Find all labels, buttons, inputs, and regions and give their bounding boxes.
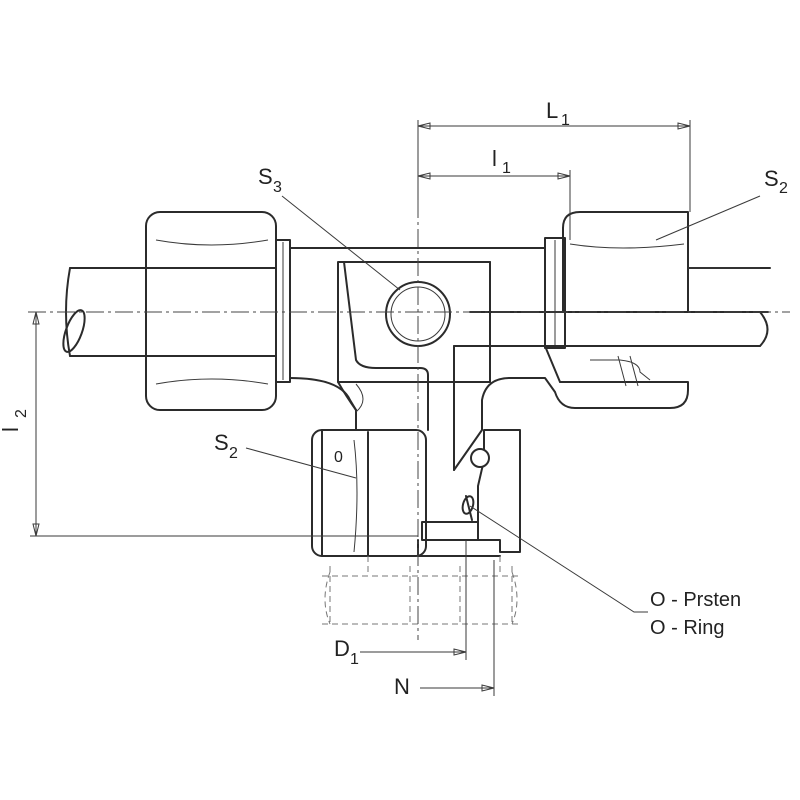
dimension-D1: D 1 <box>334 540 467 668</box>
mating-part <box>322 556 520 625</box>
label-S2-left: S <box>214 430 229 455</box>
label-D1-sub: 1 <box>350 651 359 668</box>
dimension-l1: l 1 <box>417 146 571 240</box>
nut-mark: 0 <box>334 449 343 466</box>
label-o-ring-cz: O - Prsten <box>650 589 741 611</box>
leader-S2-right: S 2 <box>655 166 788 241</box>
leader-o-ring: O - Prsten O - Ring <box>469 505 741 639</box>
section-hatching <box>453 345 689 553</box>
right-nut <box>562 211 760 313</box>
label-l1-sub: 1 <box>502 160 511 177</box>
label-L1: L <box>546 98 558 123</box>
label-S3-sub: 3 <box>273 179 282 196</box>
dimension-l2: l 2 <box>0 311 418 537</box>
leader-S3: S 3 <box>258 164 401 291</box>
label-N: N <box>394 674 410 699</box>
label-S2-right: S <box>764 166 779 191</box>
dimension-L1: L 1 <box>417 98 691 212</box>
label-D1: D <box>334 636 350 661</box>
label-S3: S <box>258 164 273 189</box>
label-S2-right-sub: 2 <box>779 180 788 197</box>
centre-lines <box>28 200 790 640</box>
dimension-N: N <box>394 560 495 699</box>
label-l2: l <box>0 427 23 432</box>
leader-S2-left: S 2 0 <box>214 430 357 479</box>
right-tube <box>469 267 771 347</box>
o-ring <box>461 448 490 521</box>
label-l2-sub: 2 <box>13 409 30 418</box>
label-l1: l <box>492 146 497 171</box>
left-nut <box>145 211 291 411</box>
tee-body <box>289 237 566 431</box>
label-o-ring-en: O - Ring <box>650 617 724 639</box>
label-L1-sub: 1 <box>561 112 570 129</box>
label-S2-left-sub: 2 <box>229 445 238 462</box>
bottom-nut <box>311 429 501 557</box>
